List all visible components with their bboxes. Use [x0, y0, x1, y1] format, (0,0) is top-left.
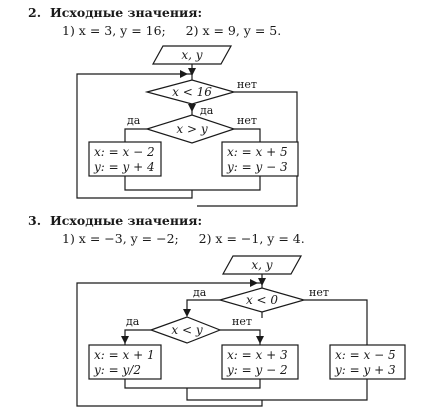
- decision-inner: [144, 114, 236, 144]
- problem-number: 2.: [28, 5, 41, 20]
- label-no-outer: нет: [309, 286, 329, 299]
- action-box-left: [88, 141, 162, 177]
- action-left-line-2: y: = y + 4: [93, 160, 155, 174]
- action-right-line-2: y: = y − 3: [226, 160, 288, 174]
- action-box-left: [88, 344, 162, 380]
- initial-values: 1) x = 3, y = 16; 2) x = 9, y = 5.: [62, 23, 281, 38]
- initial-values: 1) x = −3, y = −2; 2) x = −1, y = 4.: [62, 231, 305, 246]
- label-no-inner: нет: [237, 114, 257, 127]
- problem-title: Исходные значения:: [50, 5, 202, 20]
- input-text: x, y: [181, 48, 202, 62]
- problem-3: 3. Исходные значения: 1) x = −3, y = −2;…: [28, 213, 406, 407]
- action-left-line-1: x: = x + 1: [94, 348, 155, 362]
- action-left-line-2: y: = y/2: [93, 363, 141, 377]
- action-box-right: [329, 344, 406, 380]
- action-left-line-1: x: = x − 2: [94, 145, 155, 159]
- label-yes-outer: да: [193, 286, 207, 299]
- label-no-outer: нет: [237, 78, 257, 91]
- condition-inner: x < y: [171, 323, 202, 337]
- action-right-line-1: x: = x + 5: [227, 145, 288, 159]
- problem-title: Исходные значения:: [50, 213, 202, 228]
- flow-lines: [76, 274, 368, 407]
- decision-inner: [149, 316, 222, 344]
- action-middle-line-2: y: = y − 2: [226, 363, 288, 377]
- condition-outer: x < 0: [246, 293, 278, 307]
- action-box-right: [221, 141, 299, 177]
- action-middle-line-1: x: = x + 3: [227, 348, 288, 362]
- input-text: x, y: [251, 258, 272, 272]
- action-right-line-1: x: = x − 5: [335, 348, 396, 362]
- label-yes-inner: да: [127, 114, 141, 127]
- action-box-middle: [221, 344, 299, 380]
- decision-outer: [144, 79, 237, 105]
- input-block: [221, 255, 303, 275]
- problem-number: 3.: [28, 213, 41, 228]
- label-yes-outer: да: [200, 104, 214, 117]
- condition-inner: x > y: [176, 122, 207, 136]
- label-yes-inner: да: [126, 315, 140, 328]
- action-right-line-2: y: = y + 3: [334, 363, 396, 377]
- decision-outer: [217, 287, 307, 313]
- problem-2: 2. Исходные значения: 1) x = 3, y = 16; …: [28, 5, 299, 207]
- condition-outer: x < 16: [172, 85, 212, 99]
- input-block: [151, 45, 233, 65]
- label-no-inner: нет: [232, 315, 252, 328]
